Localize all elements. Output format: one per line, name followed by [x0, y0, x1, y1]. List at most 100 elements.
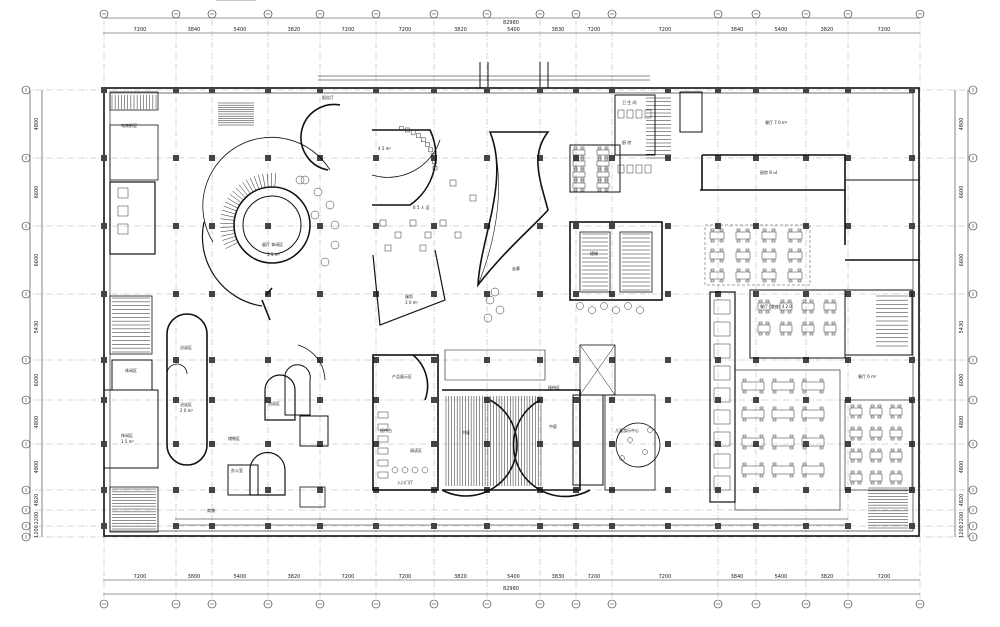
chair — [574, 167, 577, 169]
chair — [810, 311, 813, 313]
table — [850, 474, 862, 481]
chair — [871, 482, 874, 484]
structural-columns — [101, 87, 915, 529]
table — [573, 172, 585, 177]
chair — [891, 460, 894, 462]
column — [173, 223, 179, 229]
display-stand — [470, 195, 476, 201]
display-stand — [395, 232, 401, 238]
chair — [825, 311, 828, 313]
column — [609, 357, 615, 363]
chair — [743, 407, 746, 409]
table — [597, 183, 609, 188]
table — [710, 232, 724, 239]
chair — [891, 405, 894, 407]
chair — [737, 280, 740, 282]
stair-tread — [227, 198, 239, 205]
dim-text-bottom: 3820 — [288, 574, 301, 580]
table — [758, 325, 770, 332]
dim-text-bottom: 5400 — [234, 574, 247, 580]
seat — [421, 138, 425, 142]
chair — [858, 471, 861, 473]
chair — [773, 407, 776, 409]
column — [573, 357, 579, 363]
dim-text-bottom: 7200 — [588, 574, 601, 580]
chair — [581, 158, 584, 160]
column — [753, 155, 759, 161]
stair-tread — [230, 194, 241, 202]
dim-text-left: 4800 — [34, 118, 40, 131]
chair — [581, 167, 584, 169]
chair — [581, 180, 584, 182]
chair — [851, 471, 854, 473]
stair-tread — [263, 174, 266, 188]
round-table — [577, 303, 584, 310]
chair — [737, 229, 740, 231]
stair-tread — [239, 185, 248, 196]
label-oval-room-1: 洽谈区 — [180, 344, 192, 350]
dim-text-top: 3820 — [454, 27, 467, 33]
play-element — [643, 450, 648, 455]
dim-text-top: 5400 — [234, 27, 247, 33]
chair — [574, 169, 577, 171]
outer-walls — [104, 62, 919, 536]
toilet-stall — [618, 165, 624, 173]
dim-text-bottom: 7200 — [878, 574, 891, 580]
label-toilet: 卫 生 间 — [622, 99, 637, 105]
chair — [790, 379, 793, 381]
chair — [772, 269, 775, 271]
chair — [790, 419, 793, 421]
stair-tread — [233, 191, 244, 200]
chair — [788, 322, 791, 324]
round-table — [326, 201, 334, 209]
chair — [763, 249, 766, 251]
booth — [714, 454, 730, 468]
display-stand — [425, 232, 431, 238]
chair — [711, 269, 714, 271]
dim-text-top: 7200 — [134, 27, 147, 33]
planter — [491, 288, 499, 296]
column — [209, 397, 215, 403]
dim-text-right: 6600 — [959, 254, 965, 267]
column — [845, 523, 851, 529]
chair — [803, 419, 806, 421]
dim-text-left: 2200 — [34, 512, 40, 525]
stair-tread — [220, 230, 234, 232]
table — [802, 410, 824, 418]
chair — [898, 438, 901, 440]
chair — [878, 438, 881, 440]
label-service-desk: 接待台 — [380, 427, 392, 433]
dim-text-top: 7200 — [342, 27, 355, 33]
table — [736, 252, 750, 259]
table — [736, 272, 750, 279]
chair — [743, 463, 746, 465]
dim-text-left: 4800 — [34, 416, 40, 429]
chair — [891, 482, 894, 484]
column — [909, 357, 915, 363]
booth — [714, 410, 730, 424]
column — [373, 357, 379, 363]
display-stand — [420, 245, 426, 251]
chair — [851, 482, 854, 484]
table — [824, 303, 836, 310]
dim-text-bottom: 7200 — [399, 574, 412, 580]
chair — [898, 471, 901, 473]
label-sales: 接待区 — [548, 384, 560, 390]
column — [665, 523, 671, 529]
chair — [743, 391, 746, 393]
chair — [711, 229, 714, 231]
column — [317, 291, 323, 297]
chair — [711, 249, 714, 251]
dim-text-left: 6600 — [34, 254, 40, 267]
column — [909, 523, 915, 529]
chair — [803, 300, 806, 302]
column — [537, 357, 543, 363]
chair — [878, 449, 881, 451]
column — [845, 87, 851, 93]
column — [373, 223, 379, 229]
label-rotunda-area: 5 5 m² — [267, 252, 281, 257]
round-table — [402, 467, 408, 473]
column — [665, 397, 671, 403]
chair — [746, 280, 749, 282]
round-table — [613, 307, 620, 314]
